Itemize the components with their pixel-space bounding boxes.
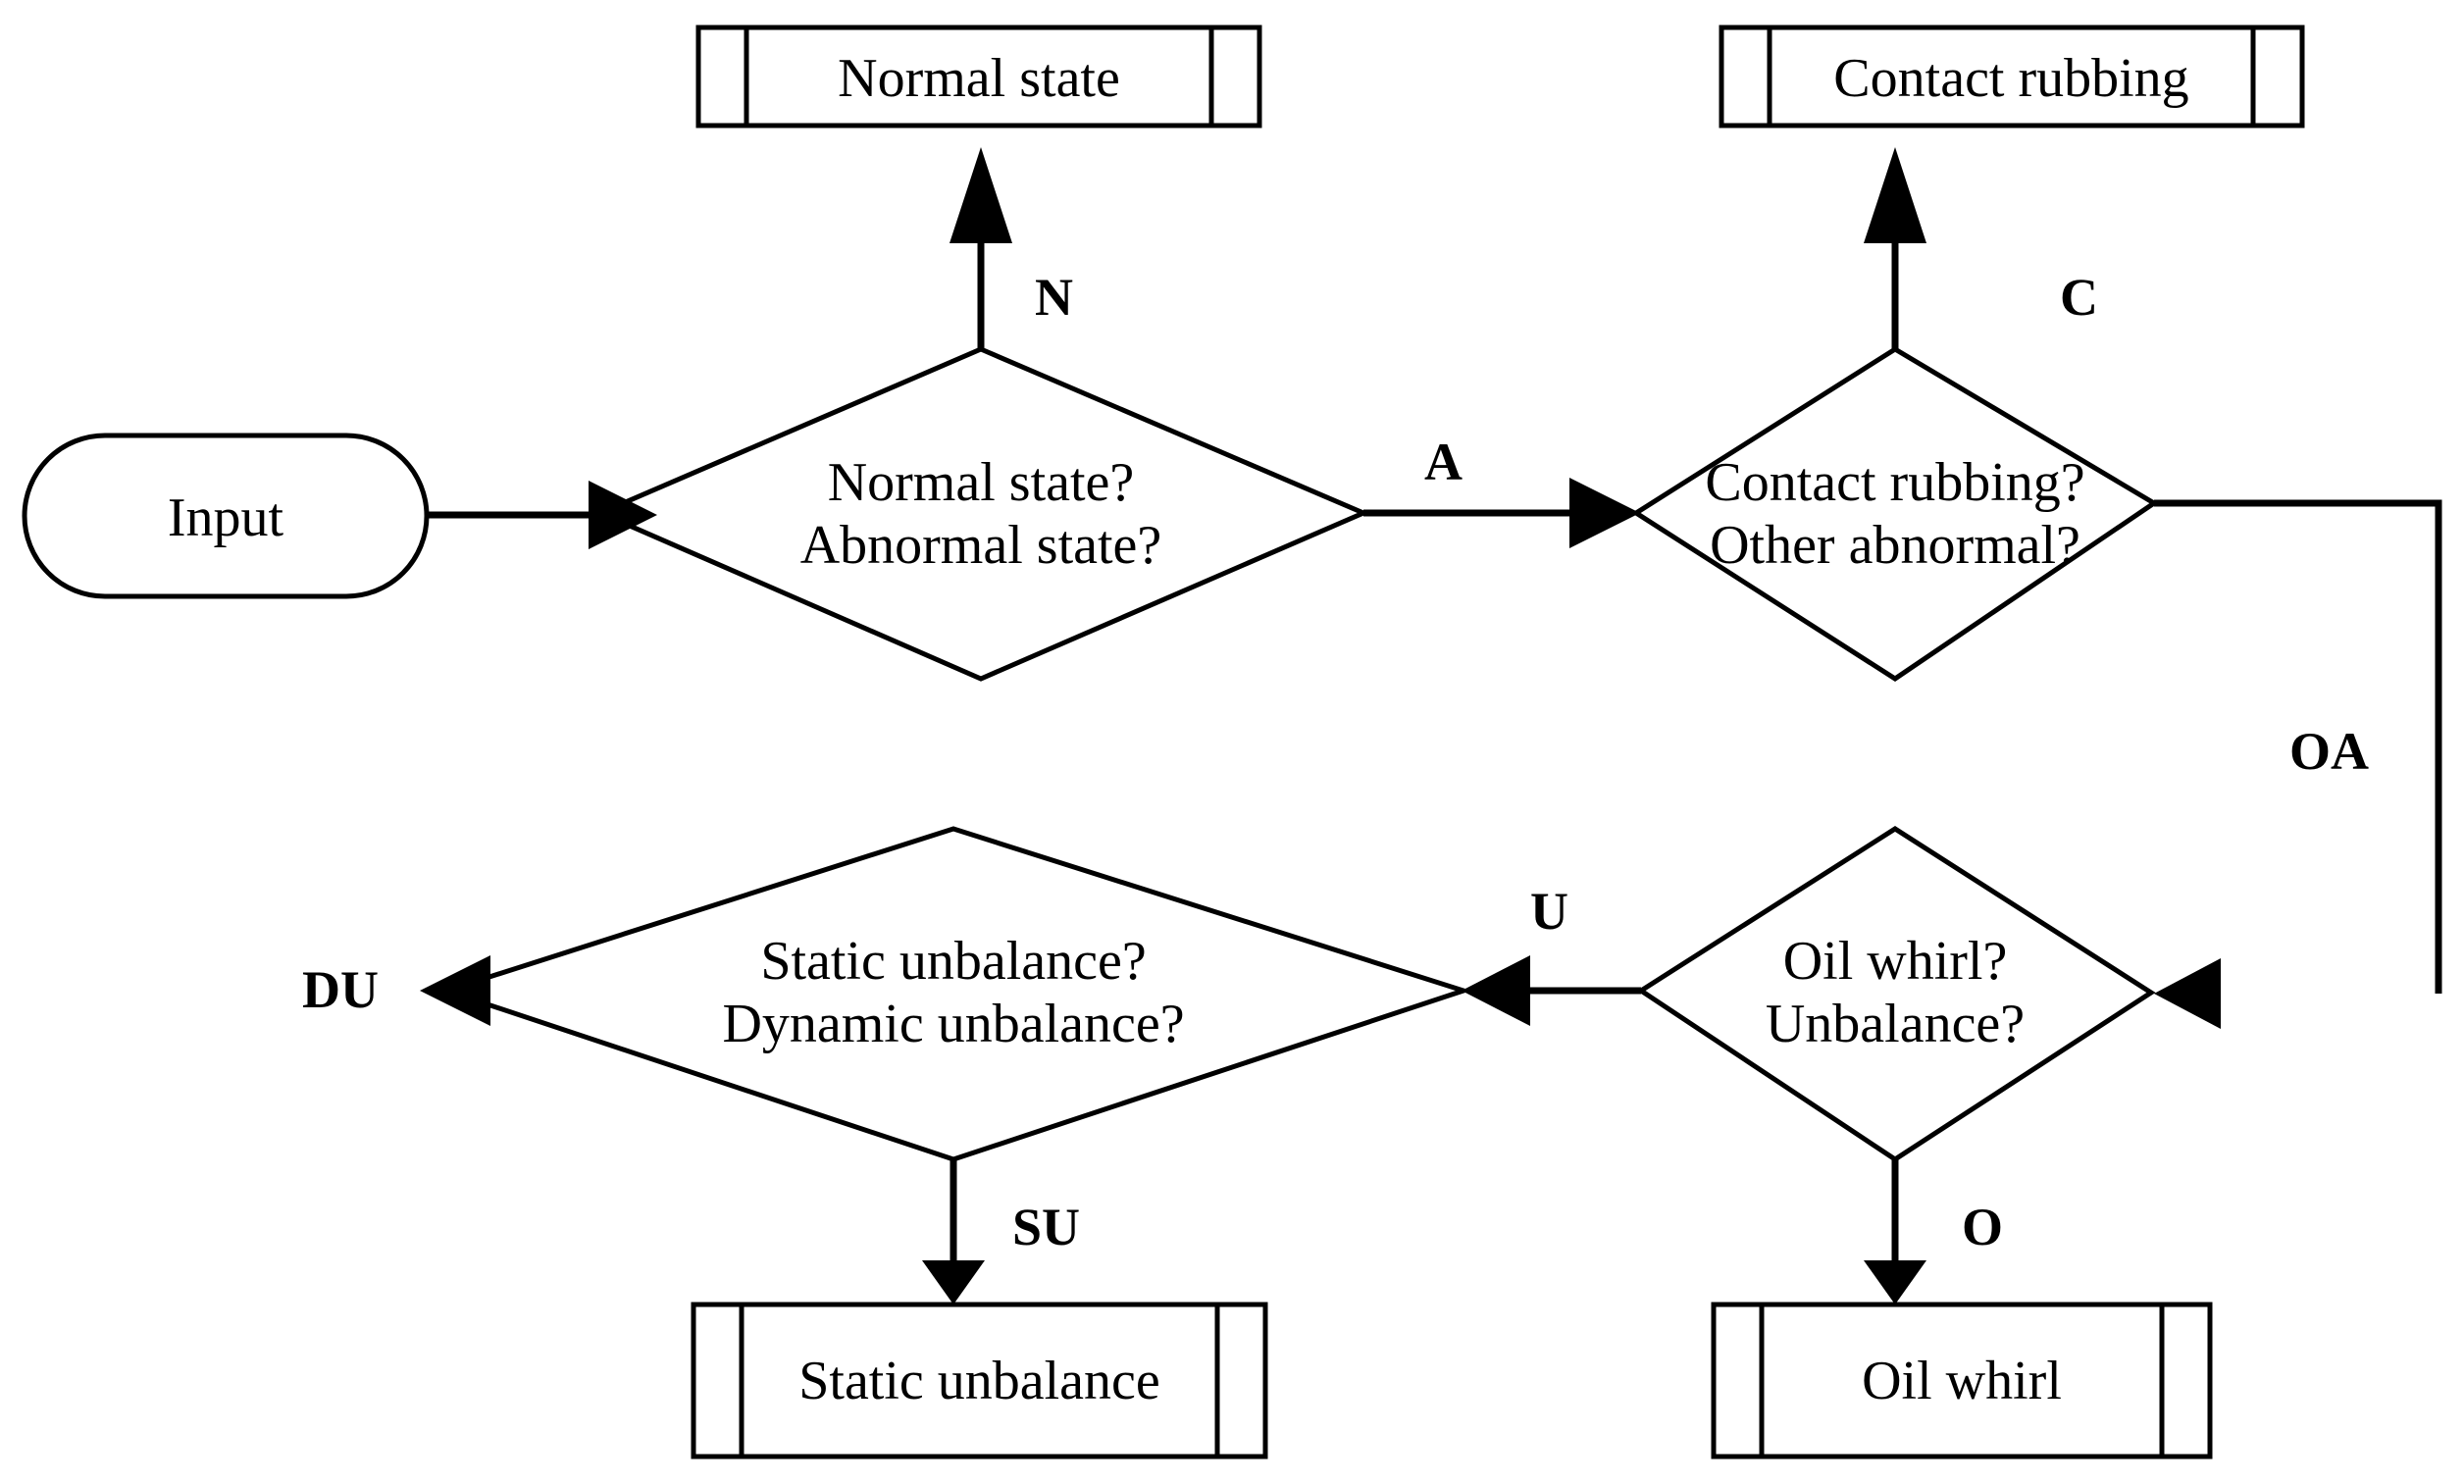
node-static-unbalance-shape[interactable] [691, 1302, 1268, 1459]
edge-decision-state-to-normal [950, 147, 1012, 349]
edge-decision-rubbing-to-contact [1864, 147, 1926, 349]
node-normal-state-shape[interactable] [695, 25, 1262, 128]
node-input-shape[interactable] [22, 433, 430, 599]
edge-decision-oil-to-oil-whirl [1864, 1159, 1926, 1305]
edge-decision-state-to-decision-rubbing [1363, 478, 1640, 548]
node-contact-rubbing-shape[interactable] [1719, 25, 2305, 128]
node-decision-rubbing-shape[interactable] [1631, 346, 2159, 682]
node-decision-unbalance-shape[interactable] [437, 826, 1472, 1162]
edge-input-to-decision-state [429, 481, 657, 549]
node-decision-state-shape[interactable] [593, 346, 1370, 682]
edge-decision-oil-to-decision-unbalance [1462, 955, 1641, 1026]
edge-decision-rubbing-to-decision-oil [2154, 499, 2442, 1029]
node-decision-oil-shape[interactable] [1636, 826, 2156, 1162]
node-oil-whirl-shape[interactable] [1711, 1302, 2213, 1459]
edge-decision-unbalance-to-du [420, 955, 490, 1026]
edge-decision-unbalance-to-static [922, 1159, 985, 1305]
